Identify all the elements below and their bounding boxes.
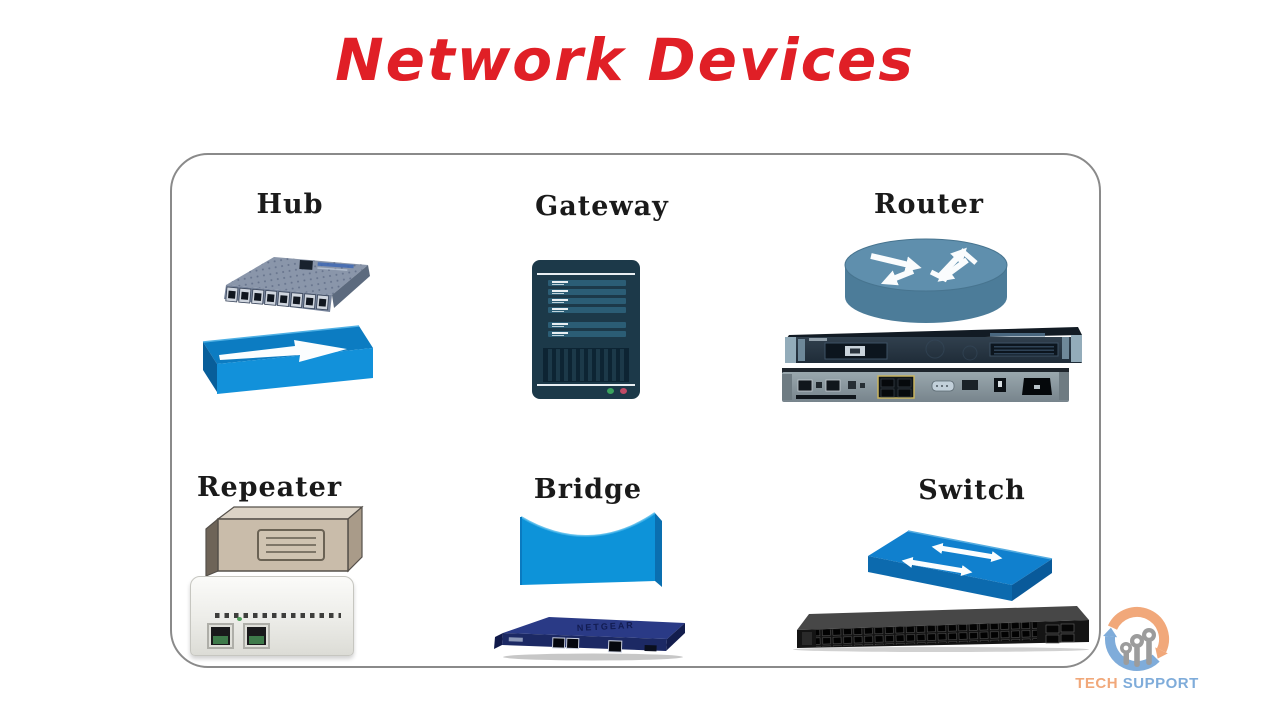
router-rack-front-photo — [785, 327, 1082, 363]
tech-support-wordmark: TECH SUPPORT — [1072, 675, 1202, 692]
hub-label: Hub — [256, 189, 324, 220]
repeater-led — [237, 617, 242, 621]
repeater-vents — [215, 613, 341, 618]
router-rack-rear-photo — [782, 368, 1069, 402]
repeater-label: Repeater — [197, 472, 343, 503]
repeater-label-plate — [257, 529, 325, 561]
switch-box-icon — [868, 530, 1053, 601]
switch-uplink-ports — [1045, 623, 1075, 644]
router-arrows — [870, 247, 978, 286]
gateway-vents — [543, 348, 629, 382]
router-vent-slot — [989, 342, 1059, 357]
page-title: Network Devices — [335, 26, 915, 94]
gateway-slot-bar — [548, 331, 626, 337]
gateway-slot-bars — [548, 280, 626, 340]
router-power-recess — [824, 342, 888, 360]
orange-arc — [1107, 606, 1170, 659]
gateway-divider — [537, 273, 635, 275]
hub-arrow-box-icon — [202, 325, 373, 394]
power-switch — [994, 378, 1006, 392]
repeater-device-photo — [190, 576, 354, 656]
repeater-box-icon — [205, 505, 364, 577]
wrench-pins — [1120, 628, 1156, 667]
rj45-port — [207, 623, 234, 649]
bridge-label: Bridge — [533, 474, 643, 505]
power-socket — [1022, 378, 1052, 395]
hub-device-photo — [224, 257, 370, 312]
arrow-right-glyph — [219, 340, 347, 362]
bridge-saddle-icon — [520, 512, 662, 587]
router-cylinder-icon — [844, 238, 1008, 323]
repeater-ports — [207, 623, 270, 649]
rj45-port — [243, 623, 270, 649]
gateway-divider — [537, 384, 635, 386]
devices-panel: Hub Gateway Router Repeater Bridge Switc… — [170, 153, 1101, 668]
router-port-block — [877, 375, 915, 399]
bridge-device-photo: NETGEAR — [494, 617, 685, 661]
red-led — [620, 388, 627, 394]
gateway-slot-bar — [548, 298, 626, 304]
gateway-server-icon — [532, 260, 640, 399]
gateway-slot-bar — [548, 307, 626, 313]
gateway-slot-bar — [548, 280, 626, 286]
gateway-label: Gateway — [535, 191, 669, 222]
gateway-slot-bar — [548, 289, 626, 295]
switch-label: Switch — [918, 475, 1026, 506]
switch-arrows — [901, 542, 1003, 577]
gateway-slot-bar — [548, 322, 626, 328]
bridge-ports — [508, 637, 657, 653]
green-led — [607, 388, 614, 394]
gateway-leds — [607, 388, 627, 394]
logo-word-tech: TECH — [1075, 675, 1119, 692]
switch-port-grid — [816, 622, 1037, 647]
tech-support-logo-mark — [1103, 606, 1170, 672]
netgear-brand-text: NETGEAR — [577, 620, 635, 633]
hub-ports — [225, 286, 330, 311]
logo-word-support: SUPPORT — [1122, 675, 1199, 692]
hub-screen — [299, 259, 354, 271]
switch-rack-photo — [793, 606, 1089, 652]
router-label: Router — [874, 189, 984, 220]
tech-support-logo: TECH SUPPORT — [1072, 604, 1202, 692]
